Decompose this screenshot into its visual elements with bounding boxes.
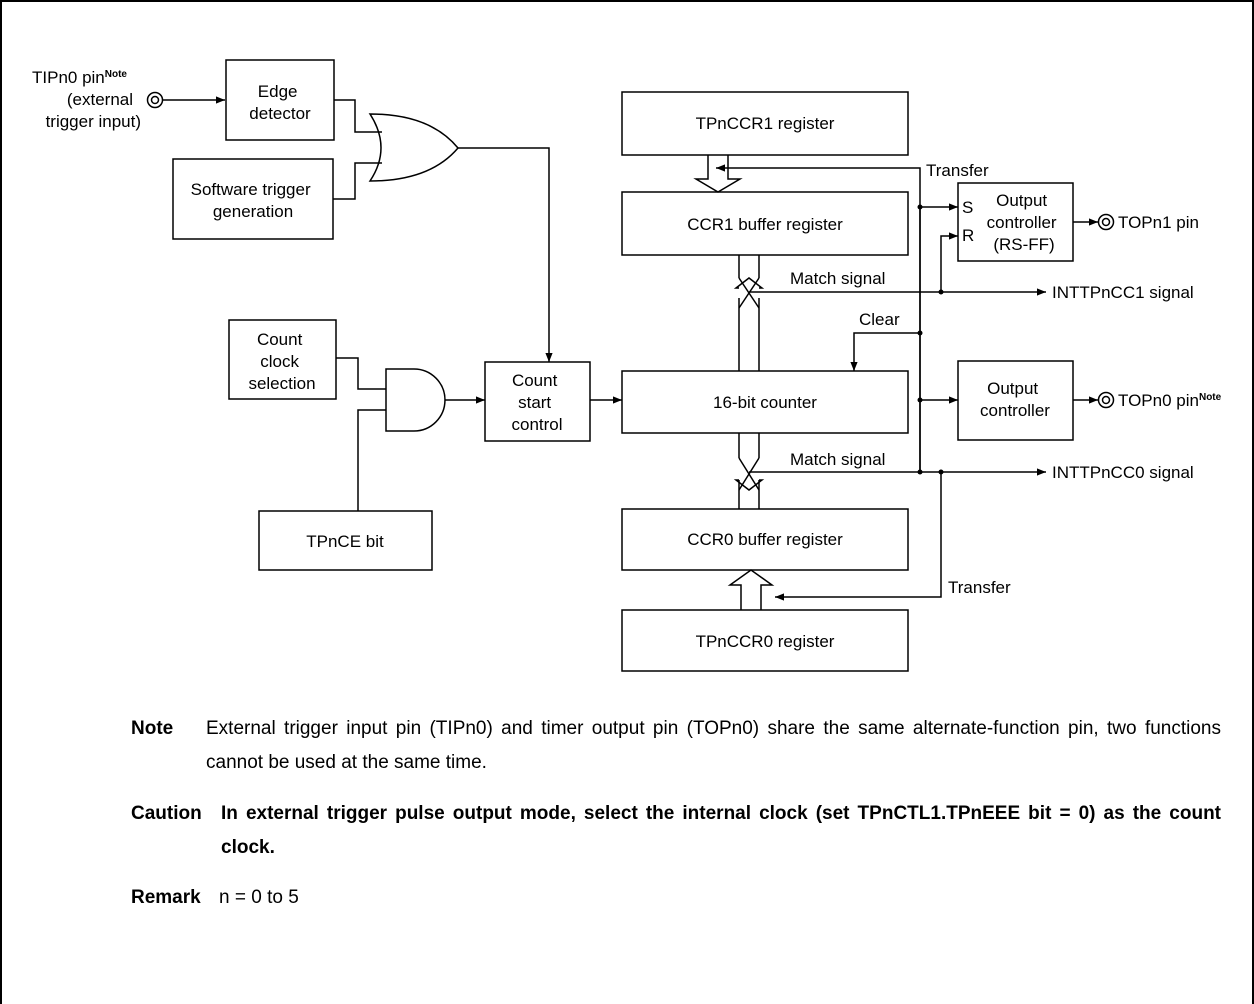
- note-block: Note External trigger input pin (TIPn0) …: [131, 712, 1221, 780]
- external-label: (external: [67, 90, 133, 109]
- count-clock-selection-box: [228, 319, 337, 400]
- tpnccr0-register-label: TPnCCR0 register: [696, 632, 835, 651]
- caution-block: Caution In external trigger pulse output…: [131, 797, 1221, 865]
- count-start-control-box: [484, 361, 591, 442]
- topn1-pin-terminal: [1097, 213, 1115, 231]
- clear-label: Clear: [859, 310, 900, 329]
- topn0-pin-label: TOPn0 pinNote: [1118, 391, 1222, 410]
- inttpncc0-signal-label: INTTPnCC0 signal: [1052, 463, 1194, 482]
- ccr0-buffer-register-box: [621, 508, 909, 571]
- note-text: External trigger input pin (TIPn0) and t…: [206, 718, 1221, 773]
- or-gate: [368, 113, 459, 182]
- caution-text: In external trigger pulse output mode, s…: [221, 803, 1221, 858]
- note-label: Note: [131, 718, 174, 739]
- match-signal-label-bottom: Match signal: [790, 450, 885, 469]
- match-signal-label-top: Match signal: [790, 269, 885, 288]
- software-trigger-box: [172, 158, 334, 240]
- tipn0-pin-terminal: [146, 91, 164, 109]
- ccr1-buffer-register-box: [621, 191, 909, 256]
- topn0-pin-terminal: [1097, 391, 1115, 409]
- tpnce-bit-label: TPnCE bit: [306, 532, 384, 551]
- count-clock-selection-label: Count clock selection: [248, 330, 315, 393]
- inttpncc1-signal-label: INTTPnCC1 signal: [1052, 283, 1194, 302]
- edge-detector-label: Edge detector: [249, 82, 311, 123]
- tpnce-bit-box: [258, 510, 433, 571]
- remark-block: Remark n = 0 to 5: [131, 881, 1221, 915]
- output-controller-rsff-label: Output controller (RS-FF): [987, 191, 1062, 254]
- note-superscript: Note: [1199, 392, 1222, 403]
- topn1-pin-label: TOPn1 pin: [1118, 213, 1199, 232]
- transfer-label-bottom: Transfer: [948, 578, 1011, 597]
- remark-label: Remark: [131, 887, 201, 908]
- transfer-label-top: Transfer: [926, 161, 989, 180]
- and-gate: [385, 368, 446, 432]
- note-superscript: Note: [105, 69, 128, 80]
- output-controller-label: Output controller: [980, 379, 1050, 420]
- ccr0-buffer-register-label: CCR0 buffer register: [687, 530, 843, 549]
- trigger-input-label: trigger input): [46, 112, 141, 131]
- r-input-label: R: [962, 226, 974, 245]
- tipn0-pin-label: TIPn0 pinNote: [32, 68, 127, 87]
- counter-16bit-box: [621, 370, 909, 434]
- counter-16bit-label: 16-bit counter: [713, 393, 817, 412]
- ccr1-buffer-register-label: CCR1 buffer register: [687, 215, 843, 234]
- caution-label: Caution: [131, 803, 202, 824]
- remark-text: n = 0 to 5: [219, 887, 299, 908]
- software-trigger-label: Software trigger generation: [191, 180, 316, 221]
- tpnccr1-register-label: TPnCCR1 register: [696, 114, 835, 133]
- tpnccr1-register-box: [621, 91, 909, 156]
- tpnccr0-register-box: [621, 609, 909, 672]
- s-input-label: S: [962, 198, 973, 217]
- count-start-control-label: Count start control: [511, 371, 562, 434]
